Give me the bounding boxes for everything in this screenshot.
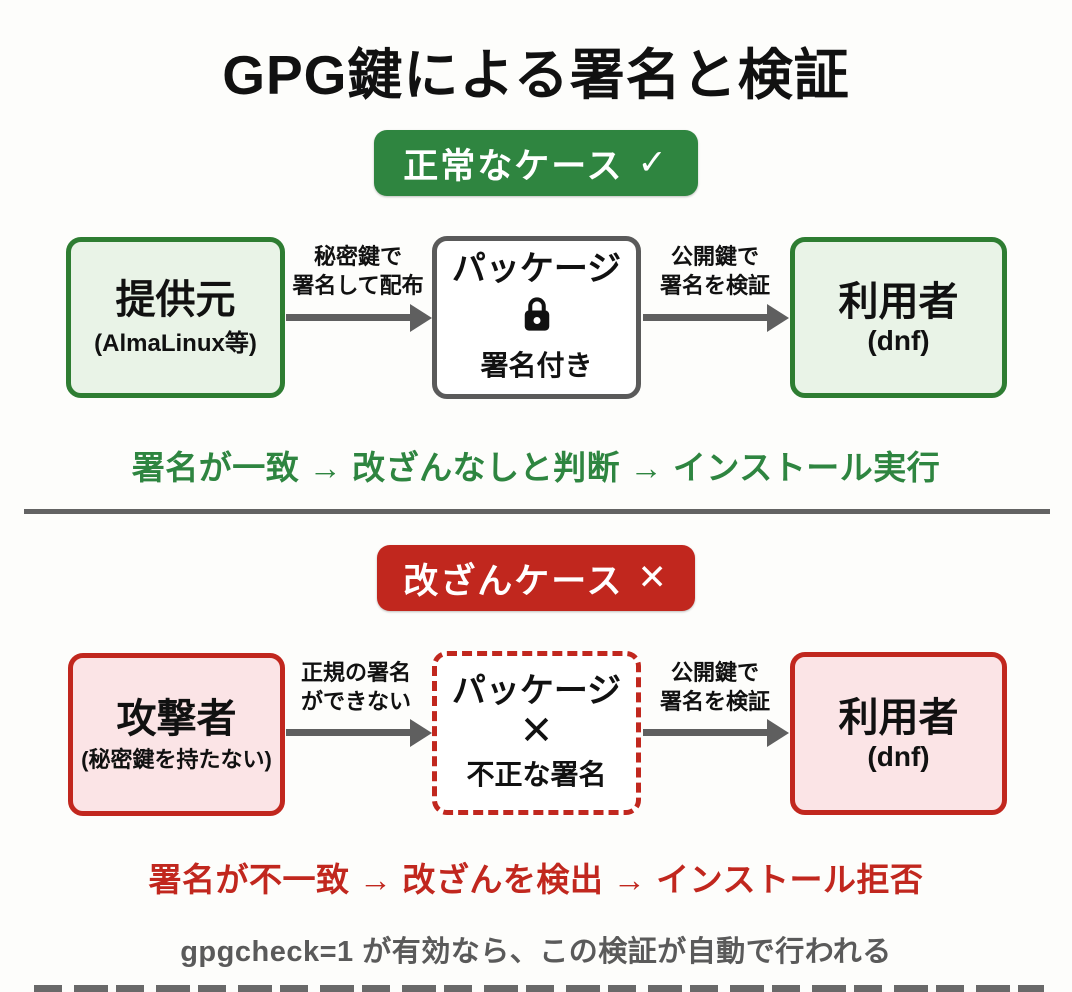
source-box-title: 提供元 <box>115 278 236 322</box>
gpgcheck-note: gpgcheck=1 が有効なら、この検証が自動で行われる <box>180 936 892 968</box>
signed-package-box: パッケージ 署名付き <box>432 236 641 399</box>
verify-arrow-2 <box>643 729 767 736</box>
verify-arrow-label-2: 公開鍵で 署名を検証 <box>659 660 770 715</box>
normal-case-badge: 正常なケース ✓ <box>374 130 698 196</box>
source-box: 提供元 (AlmaLinux等) <box>66 237 285 398</box>
normal-case-result: 署名が一致 → 改ざんなしと判断 → インストール実行 <box>131 449 941 486</box>
package-title: パッケージ <box>451 250 622 289</box>
tamper-case-badge: 改ざんケース ✕ <box>377 545 695 611</box>
verify-arrow-2-head-icon <box>767 719 789 747</box>
sign-arrow <box>286 314 410 321</box>
no-sign-arrow-head-icon <box>410 719 432 747</box>
invalid-signature-cross-icon: ✕ <box>519 708 554 753</box>
lock-icon <box>516 293 558 340</box>
verify-arrow-label: 公開鍵で 署名を検証 <box>659 244 770 299</box>
sign-arrow-label: 秘密鍵で 署名して配布 <box>292 244 424 299</box>
check-icon: ✓ <box>637 143 669 182</box>
user-box-2: 利用者 (dnf) <box>790 652 1007 815</box>
no-sign-arrow <box>286 729 410 736</box>
normal-case-badge-label: 正常なケース <box>403 146 624 186</box>
source-box-subtitle: (AlmaLinux等) <box>94 330 257 357</box>
user-box-title: 利用者 <box>838 279 959 324</box>
user-box-2-subtitle: (dnf) <box>867 740 930 772</box>
tampered-package-box: パッケージ ✕ 不正な署名 <box>432 651 641 815</box>
cross-icon: ✕ <box>637 558 669 597</box>
cropped-next-line-artifact <box>34 985 1044 992</box>
tampered-package-subtitle: 不正な署名 <box>466 758 607 790</box>
tamper-case-result: 署名が不一致 → 改ざんを検出 → インストール拒否 <box>148 861 924 898</box>
page-title: GPG鍵による署名と検証 <box>222 44 850 106</box>
attacker-box-title: 攻撃者 <box>116 696 237 741</box>
package-subtitle: 署名付き <box>480 349 593 381</box>
attacker-box-subtitle: (秘密鍵を持たない) <box>81 746 272 772</box>
sign-arrow-head-icon <box>410 304 432 332</box>
user-box-2-title: 利用者 <box>838 695 959 740</box>
tampered-package-title: パッケージ <box>451 672 622 711</box>
verify-arrow-head-icon <box>767 304 789 332</box>
section-divider <box>24 509 1050 514</box>
user-box-subtitle: (dnf) <box>867 324 930 356</box>
attacker-box: 攻撃者 (秘密鍵を持たない) <box>68 653 285 816</box>
verify-arrow <box>643 314 767 321</box>
user-box: 利用者 (dnf) <box>790 237 1007 398</box>
tamper-case-badge-label: 改ざんケース <box>403 561 624 601</box>
no-sign-arrow-label: 正規の署名 ができない <box>300 660 411 715</box>
